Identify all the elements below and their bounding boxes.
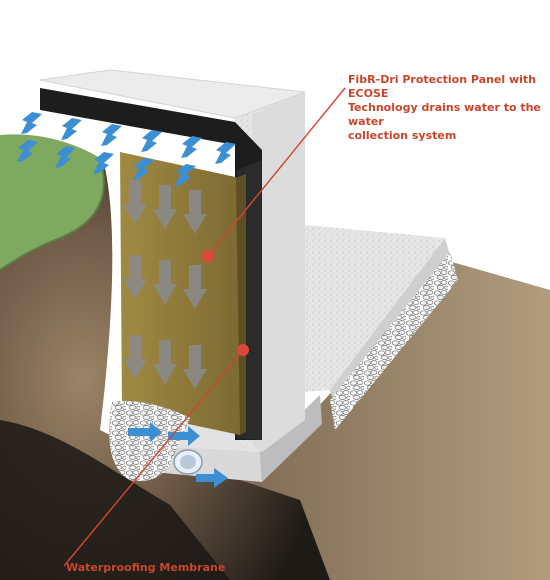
membrane-callout: Waterproofing Membrane	[66, 561, 226, 574]
arrow-icon	[215, 142, 236, 164]
arrow-icon	[21, 112, 42, 134]
arrow-icon	[93, 152, 114, 174]
arrow-icon	[133, 158, 154, 180]
down-arrow-icon	[183, 265, 207, 309]
grass-edge	[0, 157, 105, 271]
leader-dot-panel	[202, 250, 214, 262]
arrow-icon	[55, 146, 76, 168]
leader-dot-membrane	[237, 344, 249, 356]
slab-gravel	[330, 252, 458, 430]
down-arrow-icon	[123, 180, 147, 224]
down-arrow-icon	[123, 255, 147, 299]
leader-line-membrane	[63, 349, 244, 567]
footing-side	[260, 395, 322, 482]
surface-water-arrows	[17, 112, 236, 186]
grass-surface	[0, 134, 104, 270]
down-arrow-icon	[123, 335, 147, 379]
arrow-icon	[61, 118, 82, 140]
protection-panel-callout: FibR-Dri Protection Panel with ECOSE Tec…	[348, 73, 541, 142]
drain-pipe-icon	[173, 449, 203, 475]
arrow-icon	[101, 124, 122, 146]
arrow-icon	[128, 422, 162, 442]
down-arrow-icon	[153, 340, 177, 384]
floor-slab-top	[265, 225, 445, 392]
down-arrow-icon	[153, 185, 177, 229]
footing-gravel	[109, 400, 190, 482]
arrow-icon	[141, 130, 162, 152]
down-arrow-icon	[153, 260, 177, 304]
protection-panel	[120, 152, 240, 435]
foundation-wall-top	[39, 69, 306, 119]
protection-panel-edge	[236, 174, 246, 435]
foundation-wall-side	[252, 92, 305, 452]
panel-drainage-arrows	[123, 180, 207, 389]
soil-darkening	[0, 420, 230, 580]
down-arrow-icon	[183, 345, 207, 389]
arrow-icon	[175, 164, 196, 186]
down-arrow-icon	[183, 190, 207, 234]
leader-line-panel	[207, 87, 346, 257]
arrow-icon	[196, 468, 228, 488]
arrow-icon	[181, 136, 202, 158]
arrow-icon	[168, 426, 200, 446]
footing-water-arrows	[128, 422, 228, 488]
arrow-icon	[17, 140, 38, 162]
